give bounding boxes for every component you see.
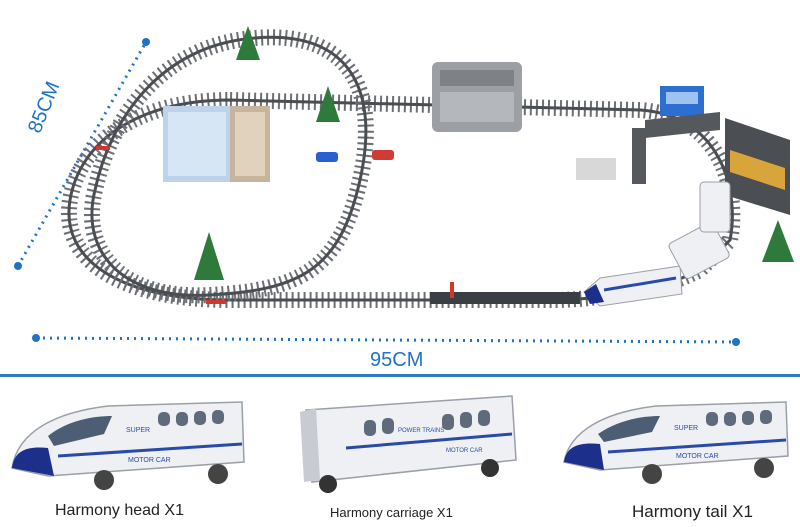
bench-icon xyxy=(576,158,616,180)
track-switch xyxy=(430,292,580,304)
caption-harmony-tail: Harmony tail X1 xyxy=(632,502,753,521)
car-icon xyxy=(372,150,394,160)
dimension-dot xyxy=(732,338,740,346)
section-divider xyxy=(0,374,800,377)
building-icon xyxy=(163,106,270,182)
tree-icon xyxy=(194,26,794,280)
train-on-track xyxy=(583,181,731,307)
dimension-dot xyxy=(32,334,40,342)
caption-harmony-carriage: Harmony carriage X1 xyxy=(330,505,453,520)
harmony-carriage-car: POWER TRAINS MOTOR CAR xyxy=(300,395,517,493)
car-label-bottom: MOTOR CAR xyxy=(446,448,483,454)
width-dimension-label: 95CM xyxy=(370,349,424,371)
car-label-bottom: MOTOR CAR xyxy=(128,457,171,464)
track-layout xyxy=(14,26,794,346)
car-label-bottom: MOTOR CAR xyxy=(676,453,719,460)
car-label-top: SUPER xyxy=(126,427,150,434)
dimension-dot xyxy=(14,262,22,270)
car-label-top: POWER TRAINS xyxy=(398,428,444,434)
inner-track xyxy=(83,29,374,304)
switch-marker xyxy=(450,282,454,298)
harmony-head-car: SUPER MOTOR CAR xyxy=(11,401,245,490)
station-icon xyxy=(432,62,522,132)
bridge-icon xyxy=(632,86,790,215)
height-dimension-line xyxy=(16,41,148,267)
car-icon xyxy=(316,152,338,162)
width-dimension-line xyxy=(35,336,737,344)
dimension-dot xyxy=(142,38,150,46)
car-label-top: SUPER xyxy=(674,425,698,432)
switch-marker xyxy=(206,300,226,304)
caption-harmony-head: Harmony head X1 xyxy=(55,502,184,519)
harmony-tail-car: SUPER MOTOR CAR xyxy=(563,401,789,484)
switch-marker xyxy=(96,146,110,150)
